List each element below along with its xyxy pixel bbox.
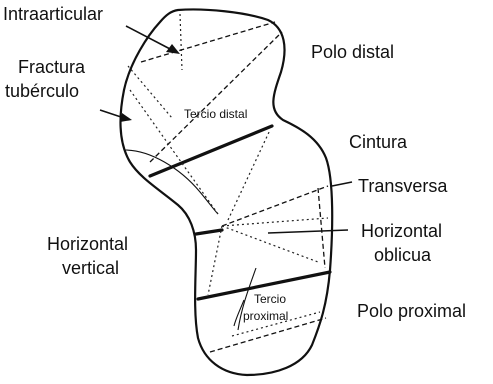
dotted-line-intraarticular	[180, 14, 182, 70]
tuberculo-arrow	[100, 110, 132, 122]
articular-curve	[125, 150, 218, 214]
label-polo-distal: Polo distal	[311, 42, 394, 62]
label-tuberculo: tubérculo	[5, 81, 79, 101]
dashed-line-distal-pole	[141, 22, 275, 62]
label-horizontal-oblicua-2: oblicua	[374, 245, 432, 265]
dashed-line-right-edge	[318, 188, 325, 268]
label-horizontal-vertical-2: vertical	[62, 258, 119, 278]
dotted-line-waist-center	[228, 130, 270, 220]
label-fractura: Fractura	[18, 57, 86, 77]
label-transversa: Transversa	[358, 176, 448, 196]
label-intraarticular: Intraarticular	[3, 4, 103, 24]
fracture-line-distal-third	[150, 126, 272, 176]
fracture-line-waist	[196, 230, 222, 234]
label-horizontal-oblicua-1: Horizontal	[361, 221, 442, 241]
horizontal-oblicua-leader	[268, 230, 348, 233]
cintura-leader	[332, 182, 352, 186]
dotted-line-vertical	[208, 226, 222, 295]
scaphoid-outline	[120, 9, 332, 375]
label-polo-proximal: Polo proximal	[357, 301, 466, 321]
label-horizontal-vertical-1: Horizontal	[47, 234, 128, 254]
dashed-line-proximal-lower	[210, 318, 326, 352]
label-tercio-proximal-2: proximal	[243, 309, 288, 323]
dashed-line-transverse	[222, 186, 328, 226]
dotted-line-upper-left	[128, 66, 172, 118]
label-cintura: Cintura	[349, 132, 408, 152]
label-tercio-proximal-1: Tercio	[254, 292, 286, 306]
dotted-line-horizontal	[222, 218, 328, 226]
label-tercio-distal: Tercio distal	[184, 107, 247, 121]
